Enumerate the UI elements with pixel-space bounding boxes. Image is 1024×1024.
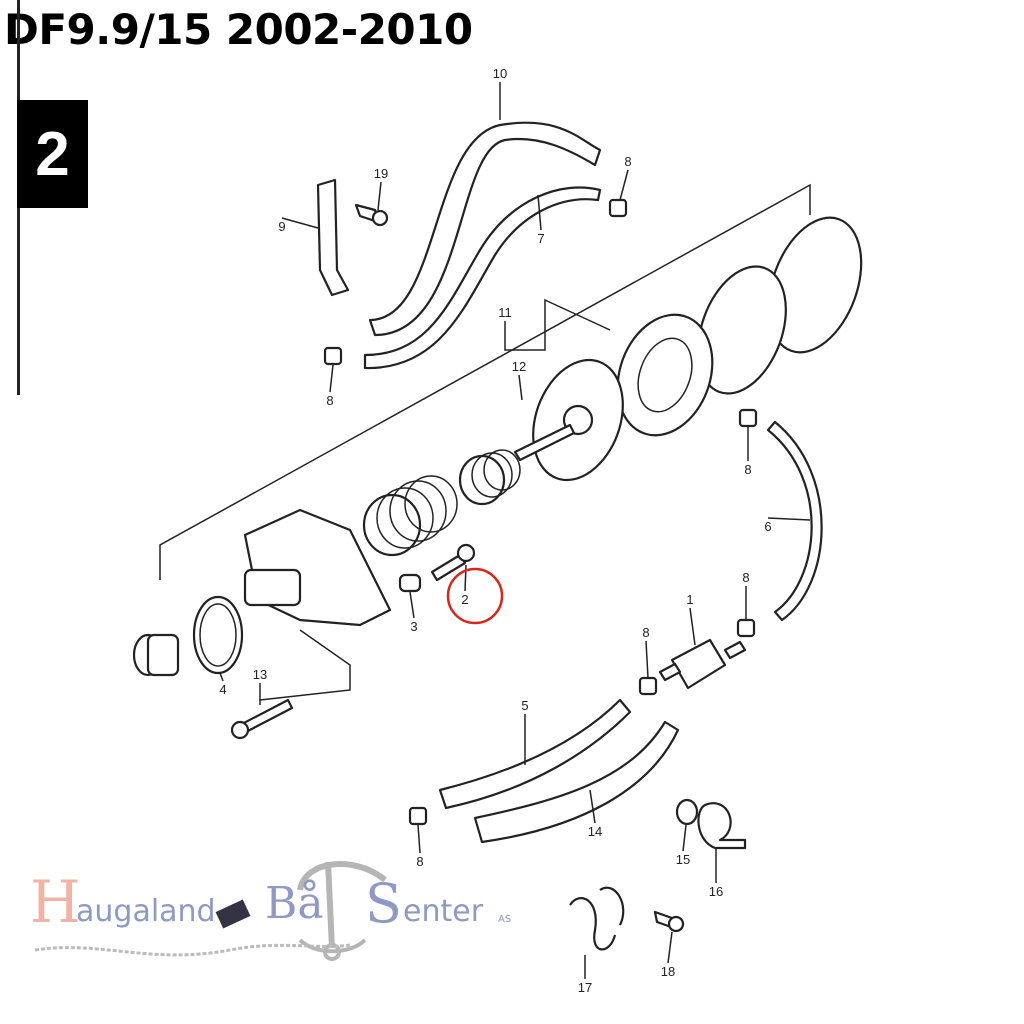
bolt-19-head [371,209,389,227]
logo-s: S [365,872,402,935]
page-title: DF9.9/15 2002-2010 [4,5,473,54]
leader-line [645,640,649,679]
leader-line [329,364,334,393]
callout-15: 15 [676,852,690,867]
logo-h: H [30,868,81,936]
callout-11: 11 [498,305,512,320]
leader-line [537,194,542,231]
shaft [513,423,576,462]
bracket-9 [316,178,350,297]
fuel-filter-1 [658,638,747,690]
clamp-8 [408,806,428,826]
clamp-8 [738,408,758,428]
callout-13: 13 [253,667,267,682]
gasket [697,265,787,395]
callout-5: 5 [521,698,528,713]
logo-anchor-icon [297,861,387,961]
assembly-bracket [159,183,811,580]
hose-5 [438,698,632,810]
pump-plate [767,216,863,354]
logo-chain-icon [34,943,351,957]
callout-2: 2 [461,592,468,607]
spring-large [362,475,458,557]
bracket-17 [569,897,617,951]
pump-body [616,313,714,437]
cap-body [146,633,180,677]
callout-8: 8 [642,625,649,640]
callout-7: 7 [537,231,544,246]
callout-17: 17 [578,980,592,995]
leader-line [767,517,811,521]
leader-line [417,824,421,854]
callout-10: 10 [493,66,507,81]
clamp-8 [323,346,343,366]
leader-line [682,824,687,852]
clamp-8 [608,198,628,218]
callout-8: 8 [744,462,751,477]
callout-19: 19 [374,166,388,181]
leader-line [409,591,415,619]
hose-10 [368,121,602,337]
callout-6: 6 [764,519,771,534]
leader-line [518,374,523,401]
logo: H augaland Bå S enter AS [30,862,512,962]
logo-augaland: augaland [76,894,216,929]
screw-2 [430,553,467,582]
spring-small [458,449,521,506]
callout-4: 4 [219,682,226,697]
callout-12: 12 [512,359,526,374]
logo-tag-icon [215,899,251,929]
pin-3 [398,573,422,593]
callout-8: 8 [326,393,333,408]
logo-enter: enter [403,894,484,929]
leader-line [619,169,629,201]
clamp-8 [736,618,756,638]
clamp-8 [638,676,658,696]
clamp-16 [697,802,747,850]
callout-16: 16 [709,884,723,899]
leader-line [667,931,673,964]
leader-line [464,564,467,592]
hose-7 [363,186,602,370]
callout-8: 8 [416,854,423,869]
leader-13 [259,629,351,701]
highlight-circle-part-2 [446,567,504,625]
grommet-15 [675,798,699,826]
callout-8: 8 [742,570,749,585]
callout-3: 3 [410,619,417,634]
leader-line [219,672,224,682]
callout-8: 8 [624,154,631,169]
section-badge: 2 [17,100,88,208]
leader-line [589,789,596,824]
callout-9: 9 [278,219,285,234]
leader-11 [504,298,611,351]
leader-line [689,607,696,646]
hose-6 [766,420,823,622]
hose-14 [473,720,680,844]
logo-ba: Bå [265,878,324,929]
leader-line [281,217,319,229]
callout-18: 18 [661,964,675,979]
callout-1: 1 [686,592,693,607]
logo-as: AS [498,914,512,925]
o-ring-4 [192,595,244,675]
housing-nozzle [243,568,302,607]
callout-14: 14 [588,824,602,839]
leader-line [377,181,382,211]
